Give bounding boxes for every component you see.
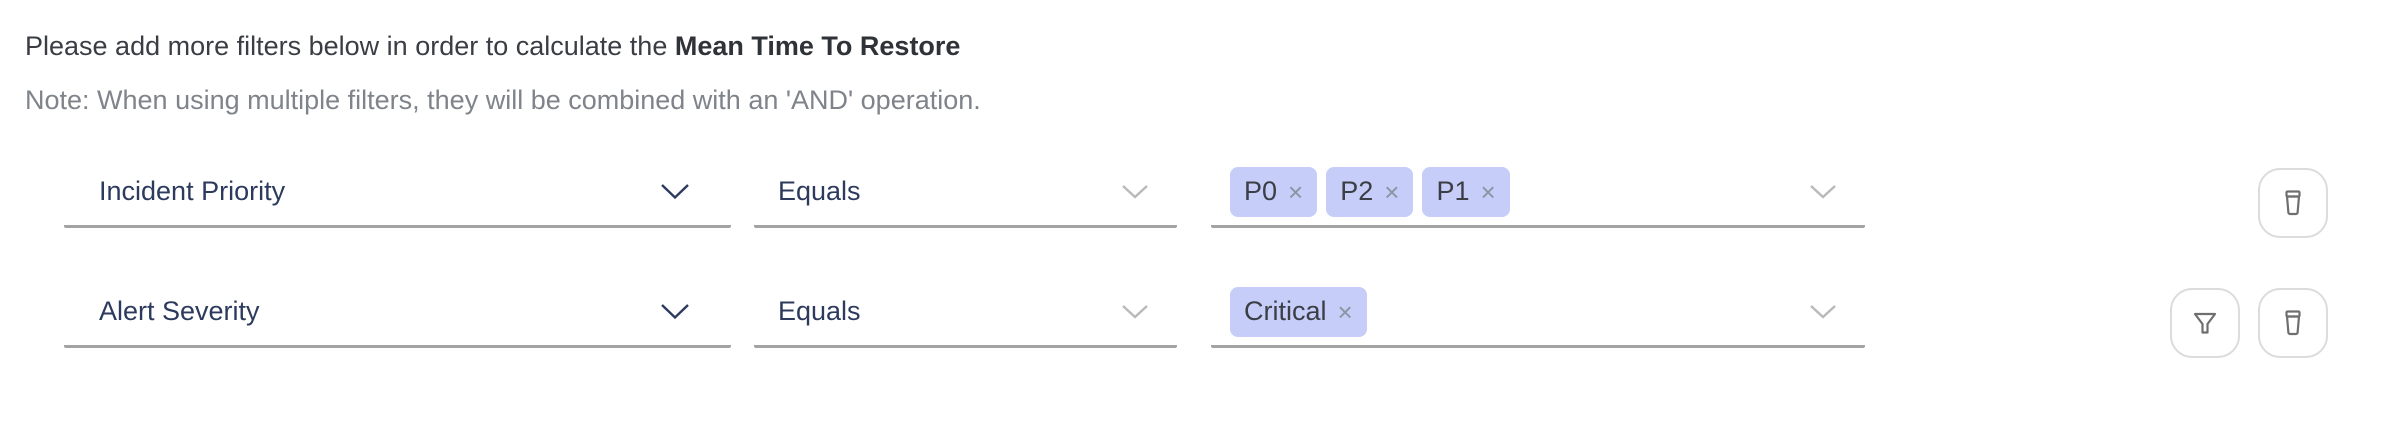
trash-icon [2285,310,2301,336]
tag-label: P0 [1244,176,1278,206]
filter-row: Incident Priority Equals P0 × P2 × P1 × [0,158,2408,250]
value-tag: P2 × [1326,166,1414,217]
operator-value: Equals [778,176,861,206]
attribute-select[interactable]: Alert Severity [64,278,731,348]
attribute-value: Alert Severity [99,296,260,326]
instruction-intro: Please add more filters below in order t… [25,31,668,61]
delete-filter-button[interactable] [2258,168,2328,238]
panel-header: Please add more filters below in order t… [25,26,981,116]
tag-remove-icon[interactable]: × [1337,296,1353,327]
values-multiselect[interactable]: P0 × P2 × P1 × [1211,158,1865,228]
chevron-down-icon [661,184,689,200]
filter-row: Alert Severity Equals Critical × [0,278,2408,370]
tag-label: Critical [1244,296,1327,326]
tag-list: P0 × P2 × P1 × [1230,166,1809,217]
operator-select[interactable]: Equals [754,278,1177,348]
funnel-icon [2193,312,2217,334]
delete-filter-button[interactable] [2258,288,2328,358]
operator-value: Equals [778,296,861,326]
operator-select[interactable]: Equals [754,158,1177,228]
value-tag: Critical × [1230,286,1367,337]
note-text: Note: When using multiple filters, they … [25,85,981,115]
tag-label: P2 [1340,176,1374,206]
chevron-down-icon [661,304,689,320]
chevron-down-icon [1810,185,1836,199]
instruction-text: Please add more filters below in order t… [25,26,981,66]
chevron-down-icon [1122,185,1148,199]
tag-remove-icon[interactable]: × [1288,176,1304,207]
attribute-value: Incident Priority [99,176,286,206]
metric-name: Mean Time To Restore [674,31,961,61]
trash-icon [2285,190,2301,216]
tag-label: P1 [1436,176,1470,206]
chevron-down-icon [1122,305,1148,319]
chevron-down-icon [1810,305,1836,319]
tag-list: Critical × [1230,286,1809,337]
attribute-select[interactable]: Incident Priority [64,158,731,228]
tag-remove-icon[interactable]: × [1384,176,1400,207]
values-multiselect[interactable]: Critical × [1211,278,1865,348]
value-tag: P1 × [1422,166,1510,217]
value-tag: P0 × [1230,166,1318,217]
tag-remove-icon[interactable]: × [1480,176,1496,207]
filter-button[interactable] [2170,288,2240,358]
